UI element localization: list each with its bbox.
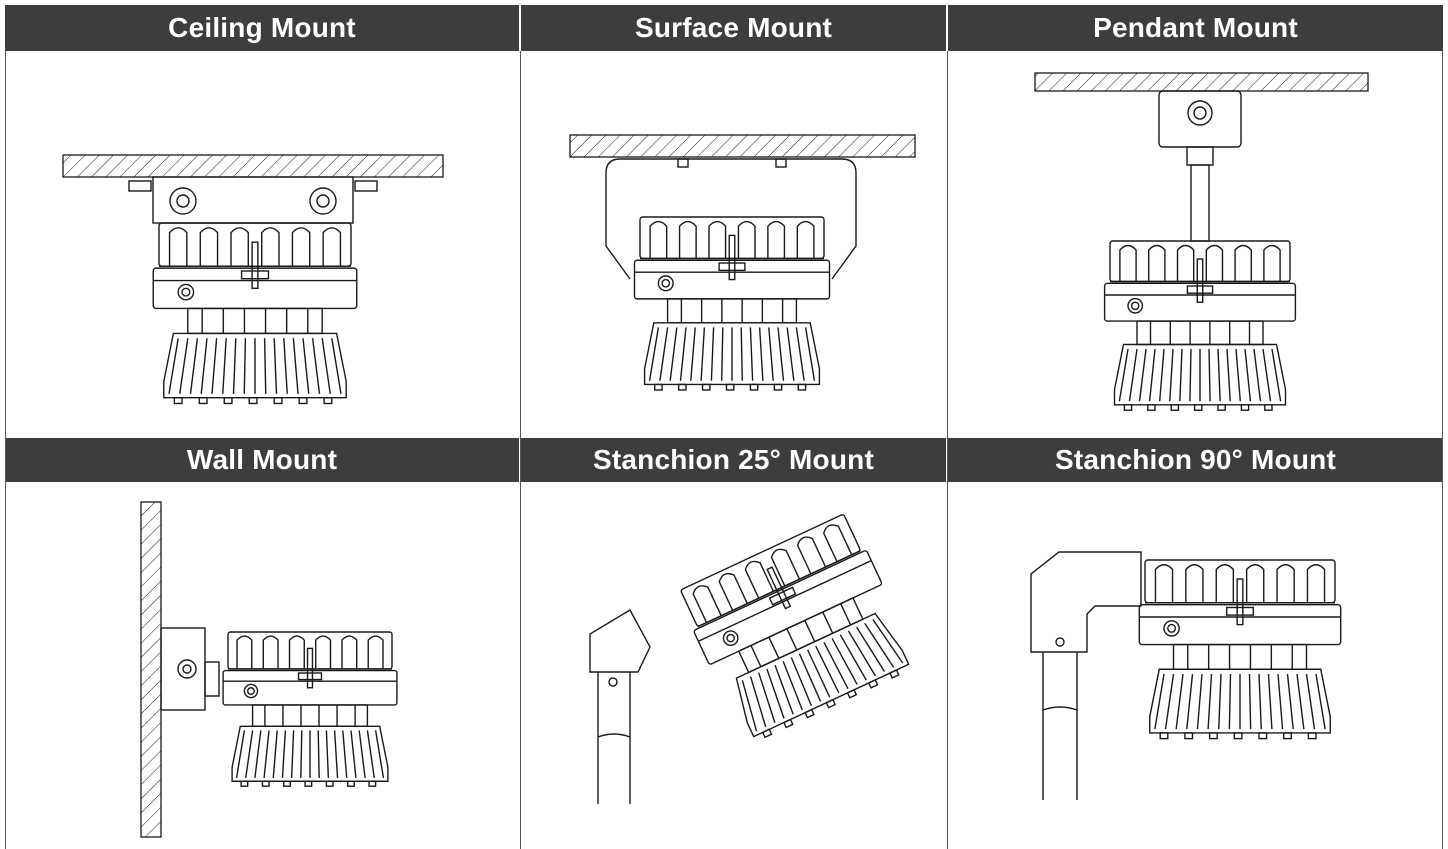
panel-pendant-mount: [947, 51, 1443, 438]
panel-stanchion-25-mount: [520, 482, 947, 849]
stanchion-25-luminaire: [680, 514, 910, 739]
pendant-mount-drawing: [1034, 72, 1369, 411]
header-stanchion-90-mount: Stanchion 90° Mount: [948, 438, 1443, 482]
grid-border-left: [5, 51, 6, 849]
surface-mount-luminaire: [633, 216, 831, 391]
surface-mount-ceiling: [569, 134, 916, 158]
stanchion-90-mount-drawing: [1030, 551, 1342, 800]
ceiling-mount-drawing: [62, 154, 444, 405]
stanchion-90-luminaire: [1138, 559, 1342, 740]
header-ceiling-mount: Ceiling Mount: [5, 5, 519, 51]
panel-wall-mount: [5, 482, 520, 849]
panel-surface-mount: [520, 51, 947, 438]
pendant-box-and-stem: [1158, 90, 1242, 242]
stanchion-90-pole: [1030, 551, 1142, 800]
mounting-options-grid: Ceiling Mount Surface Mount Pendant Moun…: [5, 5, 1443, 849]
surface-mount-drawing: [569, 134, 916, 391]
ceiling-bracket: [128, 176, 378, 224]
pendant-ceiling: [1034, 72, 1369, 92]
wall-bracket: [160, 627, 220, 711]
surface-yoke-bracket: [605, 158, 857, 280]
pendant-mount-luminaire: [1103, 240, 1297, 411]
header-stanchion-25-mount: Stanchion 25° Mount: [521, 438, 946, 482]
header-surface-mount: Surface Mount: [521, 5, 946, 51]
ceiling-surface: [62, 154, 444, 178]
wall-mount-luminaire: [222, 631, 398, 787]
grid-divider-1: [520, 51, 521, 849]
header-wall-mount: Wall Mount: [5, 438, 519, 482]
panel-stanchion-90-mount: [947, 482, 1443, 849]
grid-border-right: [1442, 51, 1443, 849]
stanchion-25-mount-drawing: [589, 514, 910, 804]
wall-mount-drawing: [140, 501, 398, 838]
grid-divider-2: [947, 51, 948, 849]
panel-ceiling-mount: [5, 51, 520, 438]
header-pendant-mount: Pendant Mount: [948, 5, 1443, 51]
stanchion-25-pole: [589, 609, 651, 804]
ceiling-mount-luminaire: [152, 222, 358, 405]
wall-surface: [140, 501, 162, 838]
